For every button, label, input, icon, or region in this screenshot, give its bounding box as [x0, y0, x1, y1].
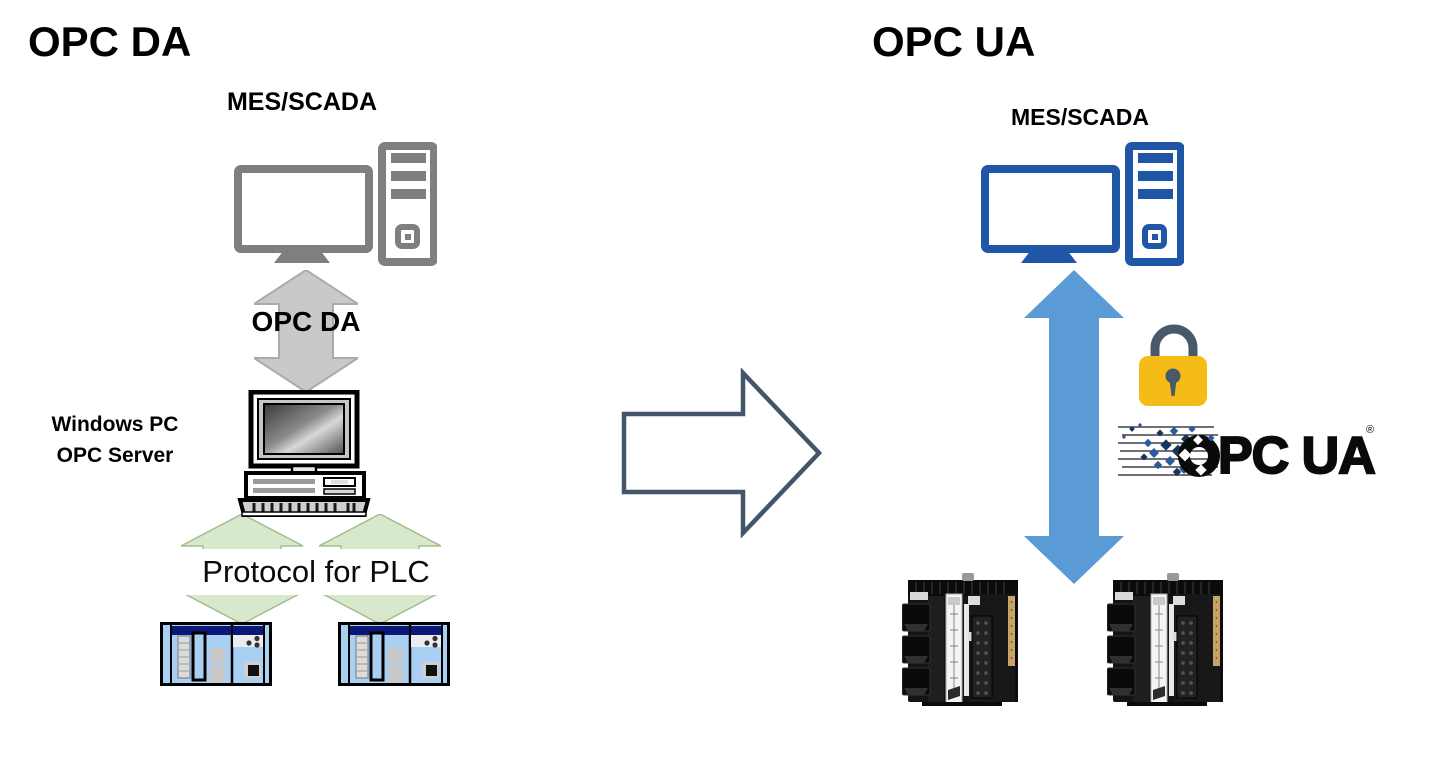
- opc-da-title: OPC DA: [28, 18, 192, 65]
- mes-scada-label-right: MES/SCADA: [1010, 104, 1149, 130]
- legacy-windows-pc-icon: [237, 390, 371, 517]
- right-block-arrow-icon: [621, 367, 823, 539]
- gray-desktop-computer-icon: [234, 142, 437, 266]
- protocol-label-box: Protocol for PLC: [170, 549, 462, 595]
- opc-ua-logo-text: PC UA: [1218, 427, 1375, 481]
- plc-controller-module-icon-right: [1107, 573, 1223, 706]
- windows-pc-label: Windows PC: [51, 413, 179, 436]
- opc-ua-title: OPC UA: [872, 18, 1036, 65]
- opc-ua-logo: PC UA ®: [1118, 422, 1377, 481]
- protocol-label: Protocol for PLC: [202, 554, 430, 589]
- windows-pc-opc-server-label: Windows PC OPC Server: [15, 409, 215, 471]
- plc-rack-icon-left: [160, 622, 272, 686]
- opc-da-arrow-label: OPC DA: [251, 306, 361, 337]
- blue-double-arrow-icon: [1024, 270, 1124, 584]
- plc-controller-module-icon-left: [902, 573, 1018, 706]
- opc-server-label: OPC Server: [56, 444, 174, 467]
- gray-double-arrow-icon: [254, 270, 358, 392]
- padlock-icon: [1139, 324, 1207, 406]
- plc-rack-icon-right: [338, 622, 450, 686]
- blue-desktop-computer-icon: [981, 142, 1184, 266]
- mes-scada-label-left: MES/SCADA: [226, 88, 377, 116]
- opc-ua-logo-registered-mark: ®: [1366, 424, 1374, 436]
